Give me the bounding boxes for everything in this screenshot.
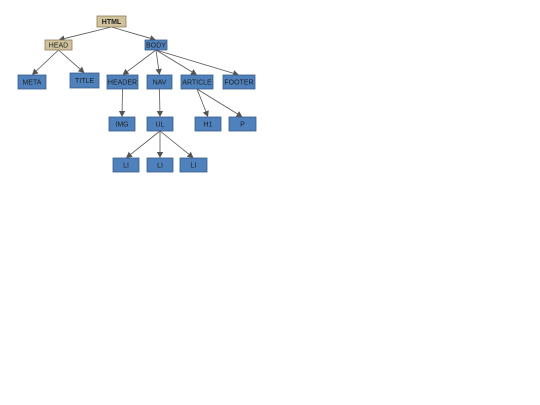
- edge-line: [159, 130, 190, 155]
- edge-arrowhead: [32, 68, 39, 75]
- node-meta: META: [17, 74, 47, 90]
- node-p: P: [228, 116, 257, 132]
- edge-line: [196, 88, 238, 115]
- edge-body-nav: [155, 49, 162, 75]
- edge-line: [130, 130, 161, 155]
- node-label: HEADER: [108, 79, 137, 86]
- edge-line: [36, 49, 59, 72]
- node-body: BODY: [144, 39, 168, 51]
- edge-article-p: [196, 88, 243, 117]
- node-li1: LI: [112, 157, 140, 173]
- node-label: HTML: [102, 19, 122, 26]
- edge-ul-li2: [156, 131, 164, 158]
- node-label: ARTICLE: [182, 79, 212, 86]
- node-label: LI: [157, 162, 163, 169]
- edge-line: [127, 49, 157, 72]
- node-label: H1: [204, 121, 213, 128]
- node-label: LI: [123, 162, 129, 169]
- node-label: P: [240, 121, 245, 128]
- edge-html-head: [58, 26, 112, 42]
- node-li2: LI: [146, 157, 174, 173]
- node-footer: FOOTER: [222, 74, 256, 90]
- node-box: [144, 39, 168, 51]
- edge-head-meta: [32, 49, 59, 75]
- edge-line: [64, 26, 112, 39]
- node-label: META: [23, 79, 42, 86]
- node-box: [228, 116, 257, 132]
- node-box: [106, 74, 139, 90]
- edge-arrowhead: [77, 66, 85, 73]
- edge-article-h1: [196, 88, 209, 117]
- node-img: IMG: [108, 116, 136, 132]
- edge-line: [111, 26, 151, 39]
- node-label: BODY: [146, 42, 166, 49]
- node-nav: NAV: [146, 74, 173, 90]
- edge-arrowhead: [156, 110, 164, 117]
- edge-html-body: [111, 26, 156, 42]
- node-head: HEAD: [44, 39, 73, 51]
- node-box: [179, 157, 208, 173]
- node-label: TITLE: [75, 78, 94, 85]
- edge-line: [155, 49, 234, 74]
- node-li3: LI: [179, 157, 208, 173]
- node-ul: UL: [146, 116, 174, 132]
- node-article: ARTICLE: [180, 74, 214, 90]
- edge-header-img: [118, 88, 126, 117]
- edge-body-header: [122, 49, 157, 75]
- edge-arrowhead: [190, 69, 197, 75]
- node-box: [180, 74, 214, 90]
- edge-arrowhead: [156, 152, 164, 158]
- edge-line: [58, 49, 81, 70]
- node-label: FOOTER: [224, 79, 253, 86]
- edge-arrowhead: [186, 151, 194, 158]
- node-box: [194, 116, 222, 132]
- edge-line: [155, 49, 160, 70]
- edge-arrowhead: [122, 68, 130, 75]
- node-label: LI: [191, 162, 197, 169]
- edge-ul-li3: [159, 130, 194, 158]
- edge-line: [196, 88, 207, 112]
- edge-body-article: [155, 49, 197, 75]
- edge-head-title: [58, 49, 85, 73]
- node-box: [222, 74, 256, 90]
- node-box: [146, 116, 174, 132]
- node-title: TITLE: [69, 72, 100, 89]
- node-label: NAV: [153, 79, 167, 86]
- node-box: [17, 74, 47, 90]
- edge-line: [155, 49, 193, 73]
- node-h1: H1: [194, 116, 222, 132]
- edge-arrowhead: [126, 151, 133, 158]
- node-label: HEAD: [49, 42, 68, 49]
- nodes-layer: HTML HEAD BODY META TITLE HEADER NAV ARTICLE FOO…: [17, 15, 257, 173]
- node-header: HEADER: [106, 74, 139, 90]
- node-box: [96, 15, 127, 28]
- edge-nav-ul: [156, 88, 164, 117]
- edge-arrowhead: [155, 68, 162, 75]
- node-label: UL: [156, 121, 165, 128]
- node-box: [44, 39, 73, 51]
- node-box: [146, 157, 174, 173]
- node-label: IMG: [115, 121, 128, 128]
- node-html: HTML: [96, 15, 127, 28]
- node-box: [108, 116, 136, 132]
- node-box: [146, 74, 173, 90]
- edge-arrowhead: [202, 110, 209, 117]
- edge-arrowhead: [118, 110, 126, 117]
- edge-body-footer: [155, 49, 239, 77]
- node-box: [69, 72, 100, 89]
- edges-layer: [32, 26, 243, 158]
- edge-arrowhead: [235, 111, 243, 117]
- node-box: [112, 157, 140, 173]
- edge-ul-li1: [126, 130, 161, 158]
